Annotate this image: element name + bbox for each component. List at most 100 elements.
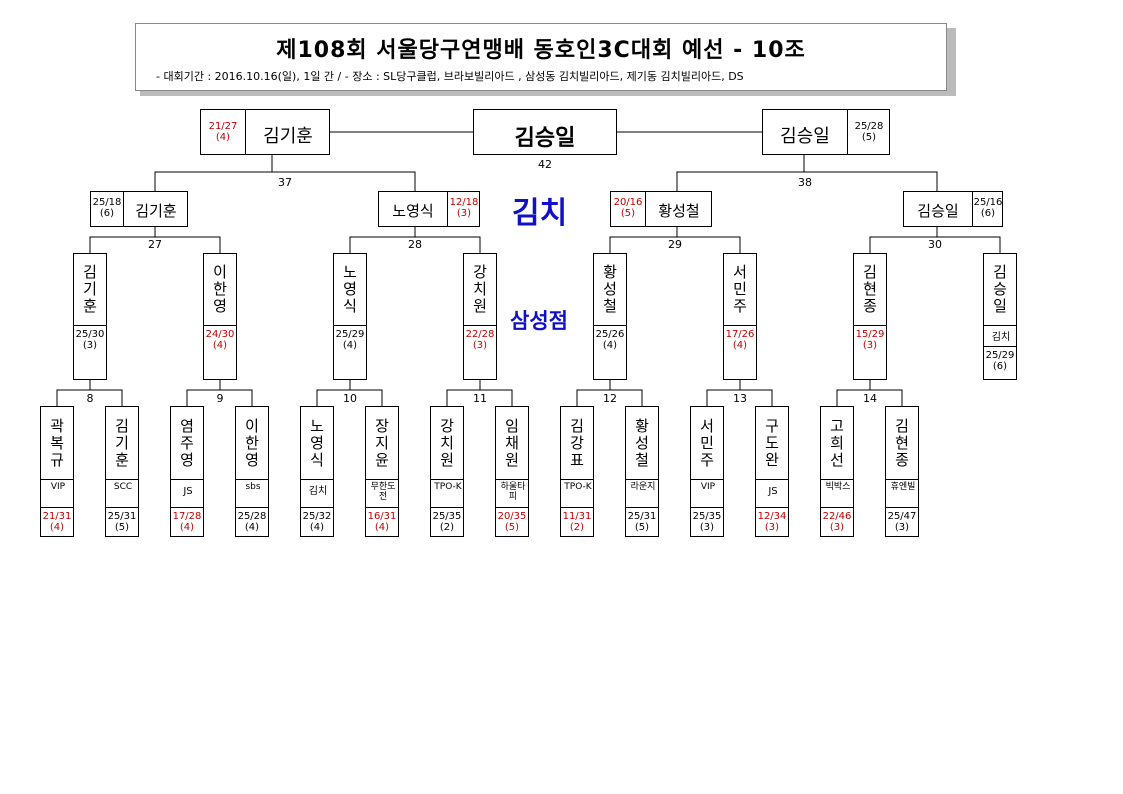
score: 25/28(5) bbox=[847, 121, 891, 143]
match-number: 10 bbox=[343, 392, 357, 405]
name-char: 복 bbox=[50, 433, 64, 452]
name-char: 식 bbox=[343, 297, 357, 315]
divider bbox=[886, 507, 918, 508]
divider bbox=[301, 479, 333, 480]
club-name: 김치 bbox=[991, 332, 1011, 343]
match-number: 38 bbox=[798, 176, 812, 189]
score-value: 25/32 bbox=[302, 511, 332, 522]
divider bbox=[106, 507, 138, 508]
innings: (5) bbox=[504, 522, 520, 533]
name-char: 주 bbox=[180, 433, 194, 452]
name-char: 원 bbox=[505, 450, 519, 469]
score: 11/31(2) bbox=[561, 511, 593, 533]
divider bbox=[464, 325, 496, 326]
divider bbox=[972, 192, 973, 226]
venue-label-kimchi: 김치 bbox=[512, 196, 568, 231]
venue-label-samsung: 삼성점 bbox=[510, 309, 568, 333]
divider bbox=[171, 479, 203, 480]
divider bbox=[756, 507, 788, 508]
divider bbox=[854, 325, 886, 326]
player-name: 황성철 bbox=[658, 202, 700, 220]
score-value: 25/35 bbox=[432, 511, 462, 522]
score: 25/18(6) bbox=[91, 197, 123, 219]
score: 25/32(4) bbox=[301, 511, 333, 533]
club-name: VIP bbox=[700, 482, 716, 492]
name-char: 성 bbox=[603, 280, 617, 298]
divider bbox=[594, 325, 626, 326]
innings: (4) bbox=[179, 522, 195, 533]
name-char: 훈 bbox=[115, 450, 129, 469]
club-name: JS bbox=[768, 486, 778, 497]
innings: (2) bbox=[569, 522, 585, 533]
score-value: 20/16 bbox=[613, 197, 643, 208]
name-char: 성 bbox=[635, 433, 649, 452]
name-char: 영 bbox=[245, 450, 259, 469]
player-name: 김승일 bbox=[780, 126, 830, 147]
divider bbox=[106, 479, 138, 480]
name-char: 지 bbox=[375, 433, 389, 452]
score-value: 25/29 bbox=[335, 329, 365, 340]
final-winner-name: 김승일 bbox=[514, 126, 576, 151]
innings: (4) bbox=[244, 522, 260, 533]
innings: (4) bbox=[602, 340, 618, 351]
name-char: 훈 bbox=[83, 297, 97, 315]
score-value: 21/31 bbox=[42, 511, 72, 522]
divider bbox=[366, 507, 398, 508]
name-char: 고 bbox=[830, 416, 844, 435]
score: 25/30(3) bbox=[74, 329, 106, 351]
name-char: 규 bbox=[50, 450, 64, 469]
player-name: 김승일 bbox=[917, 202, 959, 220]
divider bbox=[334, 325, 366, 326]
name-char: 채 bbox=[505, 433, 519, 452]
divider bbox=[447, 192, 448, 226]
divider bbox=[886, 479, 918, 480]
innings: (3) bbox=[456, 208, 472, 219]
name-char: 종 bbox=[895, 450, 909, 469]
semi-box: 노영식 12/18(3) bbox=[378, 191, 480, 227]
name-char: 강 bbox=[440, 416, 454, 435]
score-value: 25/30 bbox=[75, 329, 105, 340]
name-char: 기 bbox=[83, 280, 97, 298]
score-value: 20/35 bbox=[497, 511, 527, 522]
innings: (4) bbox=[732, 340, 748, 351]
club-name: 하울타피 bbox=[500, 482, 526, 502]
divider bbox=[756, 479, 788, 480]
score-value: 25/31 bbox=[107, 511, 137, 522]
match-number: 9 bbox=[216, 392, 224, 405]
name-char: 이 bbox=[213, 263, 227, 281]
name-char: 희 bbox=[830, 433, 844, 452]
name-char: 서 bbox=[733, 263, 747, 281]
divider bbox=[691, 507, 723, 508]
score: 16/31(4) bbox=[366, 511, 398, 533]
player-name: 김기훈 bbox=[135, 202, 177, 220]
score-value: 24/30 bbox=[205, 329, 235, 340]
divider bbox=[691, 479, 723, 480]
page-subtitle: - 대회기간 : 2016.10.16(일), 1일 간 / - 장소 : SL… bbox=[156, 70, 744, 83]
score: 17/26(4) bbox=[724, 329, 756, 351]
name-char: 민 bbox=[733, 280, 747, 298]
score-value: 25/31 bbox=[627, 511, 657, 522]
name-char: 원 bbox=[440, 450, 454, 469]
divider bbox=[645, 192, 646, 226]
divider bbox=[431, 479, 463, 480]
